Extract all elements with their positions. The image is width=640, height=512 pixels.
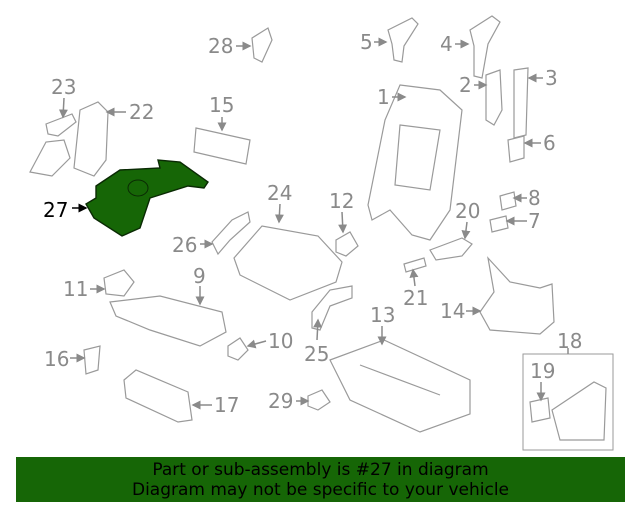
part-22[interactable] bbox=[73, 101, 109, 177]
callout-17[interactable]: 17 bbox=[214, 393, 239, 417]
callout-1[interactable]: 1 bbox=[377, 85, 390, 109]
callout-16[interactable]: 16 bbox=[44, 347, 69, 371]
part-21[interactable] bbox=[403, 257, 427, 273]
callout-19[interactable]: 19 bbox=[530, 359, 555, 383]
part-29[interactable] bbox=[307, 389, 331, 411]
part-4[interactable] bbox=[469, 15, 501, 79]
callout-2[interactable]: 2 bbox=[459, 73, 472, 97]
part-12[interactable] bbox=[335, 231, 359, 257]
callout-15[interactable]: 15 bbox=[209, 93, 234, 117]
part-7[interactable] bbox=[489, 215, 509, 233]
callout-5[interactable]: 5 bbox=[360, 30, 373, 54]
callout-18[interactable]: 18 bbox=[557, 329, 582, 353]
part-14[interactable] bbox=[479, 256, 555, 335]
part-28[interactable] bbox=[251, 27, 273, 63]
part-10[interactable] bbox=[227, 337, 249, 361]
banner-line-2: Diagram may not be specific to your vehi… bbox=[131, 480, 509, 500]
part-16[interactable] bbox=[83, 345, 101, 375]
part-11[interactable] bbox=[103, 269, 135, 297]
callout-29[interactable]: 29 bbox=[268, 389, 293, 413]
part-17[interactable] bbox=[123, 369, 193, 423]
callout-25[interactable]: 25 bbox=[304, 342, 329, 366]
part-6[interactable] bbox=[507, 135, 525, 163]
part-2[interactable] bbox=[485, 69, 503, 126]
callout-14[interactable]: 14 bbox=[440, 299, 465, 323]
callout-22[interactable]: 22 bbox=[129, 100, 154, 124]
part-20[interactable] bbox=[429, 237, 473, 261]
part-3[interactable] bbox=[513, 67, 529, 139]
info-banner: Part or sub-assembly is #27 in diagram D… bbox=[16, 457, 625, 502]
part-8[interactable] bbox=[499, 191, 517, 211]
part-1[interactable] bbox=[367, 84, 463, 241]
callout-27[interactable]: 27 bbox=[43, 198, 68, 222]
callout-28[interactable]: 28 bbox=[208, 34, 233, 58]
callout-7[interactable]: 7 bbox=[528, 209, 541, 233]
callout-20[interactable]: 20 bbox=[455, 199, 480, 223]
part-5[interactable] bbox=[387, 17, 419, 63]
part-13[interactable] bbox=[329, 339, 471, 433]
callout-13[interactable]: 13 bbox=[370, 303, 395, 327]
part-24[interactable] bbox=[233, 225, 343, 301]
callout-11[interactable]: 11 bbox=[63, 277, 88, 301]
part-27[interactable] bbox=[85, 159, 209, 237]
part-9[interactable] bbox=[109, 295, 227, 347]
part-23[interactable] bbox=[29, 113, 77, 177]
callout-21[interactable]: 21 bbox=[403, 286, 428, 310]
part-15[interactable] bbox=[193, 127, 251, 165]
banner-line-1: Part or sub-assembly is #27 in diagram bbox=[152, 460, 489, 480]
callout-26[interactable]: 26 bbox=[172, 233, 197, 257]
callout-23[interactable]: 23 bbox=[51, 75, 76, 99]
callout-10[interactable]: 10 bbox=[268, 329, 293, 353]
callout-6[interactable]: 6 bbox=[543, 131, 556, 155]
callout-12[interactable]: 12 bbox=[329, 189, 354, 213]
callout-9[interactable]: 9 bbox=[193, 264, 206, 288]
callout-4[interactable]: 4 bbox=[440, 32, 453, 56]
part-26[interactable] bbox=[211, 211, 251, 256]
part-18-box[interactable] bbox=[522, 353, 614, 451]
callout-24[interactable]: 24 bbox=[267, 181, 292, 205]
callout-3[interactable]: 3 bbox=[545, 66, 558, 90]
callout-8[interactable]: 8 bbox=[528, 186, 541, 210]
